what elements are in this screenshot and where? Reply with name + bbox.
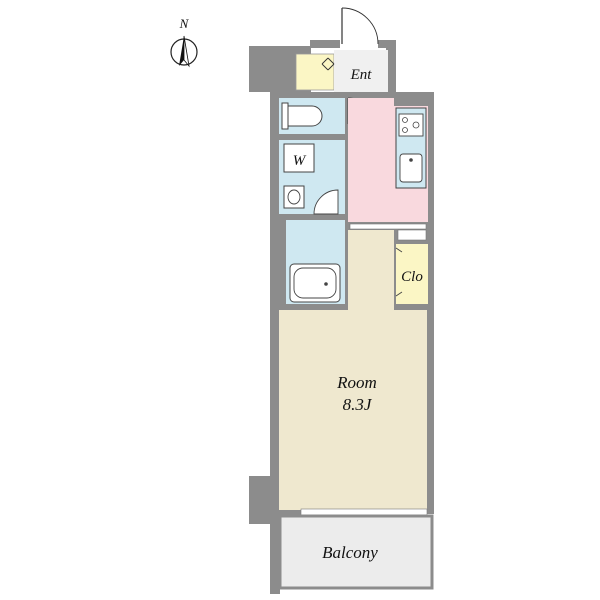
shoe-cabinet (295, 53, 335, 91)
washroom-door-swing (313, 189, 339, 215)
closet-label: Clo (401, 269, 423, 285)
room-entry-area (348, 230, 394, 310)
toilet-icon (281, 102, 323, 130)
north-arrow-icon (179, 36, 184, 66)
washing-machine-icon (283, 143, 315, 173)
door-frame-left (310, 40, 340, 48)
closet (396, 244, 428, 304)
compass-label: N (179, 16, 190, 31)
door-frame-right (378, 40, 396, 48)
bathtub-icon (289, 263, 341, 303)
room-size-label: 8.3J (343, 395, 373, 414)
entrance-label: Ent (350, 67, 373, 83)
balcony-window (300, 508, 428, 516)
entrance-floor (334, 50, 388, 92)
balcony-side-wall (270, 514, 280, 594)
room-door-rail (397, 229, 427, 241)
room-name-label: Room (336, 373, 377, 392)
shoe-cabinet-door-icon (321, 57, 335, 71)
washroom-label: W (293, 153, 307, 169)
balcony-label: Balcony (322, 543, 378, 562)
north-arrow-half-icon (183, 35, 190, 68)
kitchen-floor (348, 98, 394, 222)
north-compass: N (170, 16, 198, 68)
kitchen-sliding-door (349, 223, 427, 230)
entry-wall-right (386, 46, 396, 92)
stove-icon (398, 113, 424, 137)
main-room (279, 310, 427, 510)
closet-door-icon (395, 247, 403, 297)
kitchen-sink-icon (399, 153, 423, 183)
front-door (341, 7, 379, 45)
wash-basin-icon (283, 185, 305, 209)
balcony (278, 514, 434, 590)
